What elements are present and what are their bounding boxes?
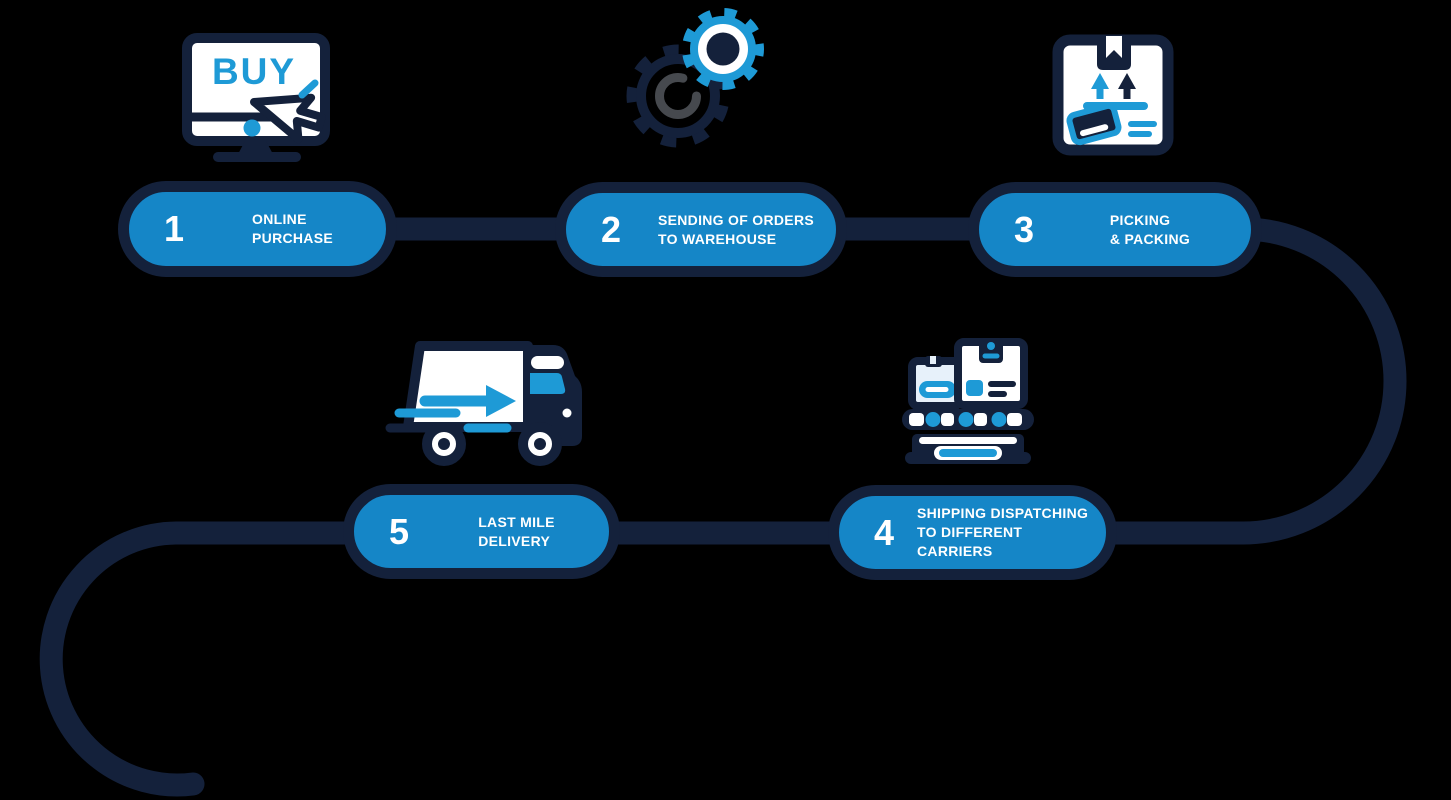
step-number: 4 xyxy=(873,511,895,553)
step-label: LAST MILE DELIVERY xyxy=(478,513,555,549)
speed-arrow xyxy=(486,385,516,417)
truck-cab xyxy=(524,345,582,446)
step-number: 1 xyxy=(163,208,185,249)
step-pill-5: 5 LAST MILE DELIVERY xyxy=(343,484,620,579)
cursor-icon xyxy=(250,93,326,144)
gears-icon xyxy=(626,8,764,148)
step-number: 2 xyxy=(600,208,622,250)
monitor-buy-icon: BUY xyxy=(182,33,330,162)
delivery-truck-icon xyxy=(385,341,582,466)
truck-window xyxy=(530,373,566,394)
monitor-power-dot xyxy=(243,119,261,137)
conveyor-belt-icon xyxy=(902,338,1034,464)
step-label: PICKING & PACKING xyxy=(1109,211,1191,247)
process-flow-path xyxy=(39,217,1407,797)
step-pill-1: 1 ONLINE PURCHASE xyxy=(118,181,397,277)
step-number: 3 xyxy=(1013,208,1035,250)
step-label: SENDING OF ORDERS TO WAREHOUSE xyxy=(657,211,814,247)
package-box-icon xyxy=(1052,34,1174,156)
step-pill-4: 4 SHIPPING DISPATCHING TO DIFFERENT CARR… xyxy=(828,485,1117,580)
box-flap xyxy=(1097,36,1131,70)
step-number: 5 xyxy=(388,510,410,552)
step-label: ONLINE PURCHASE xyxy=(252,211,333,246)
up-arrow-blue xyxy=(1091,73,1109,89)
step-pill-2: 2 SENDING OF ORDERS TO WAREHOUSE xyxy=(555,182,847,277)
up-arrow-navy xyxy=(1118,73,1136,89)
step-label: SHIPPING DISPATCHING TO DIFFERENT CARRIE… xyxy=(917,505,1089,559)
step-pill-3: 3 PICKING & PACKING xyxy=(968,182,1262,277)
buy-label: BUY xyxy=(212,51,296,92)
click-spark xyxy=(298,79,319,99)
blue-gear-hub xyxy=(706,32,740,66)
gray-arc xyxy=(655,73,701,119)
navy-gear-body xyxy=(636,54,720,138)
shipping-label xyxy=(1066,102,1122,146)
